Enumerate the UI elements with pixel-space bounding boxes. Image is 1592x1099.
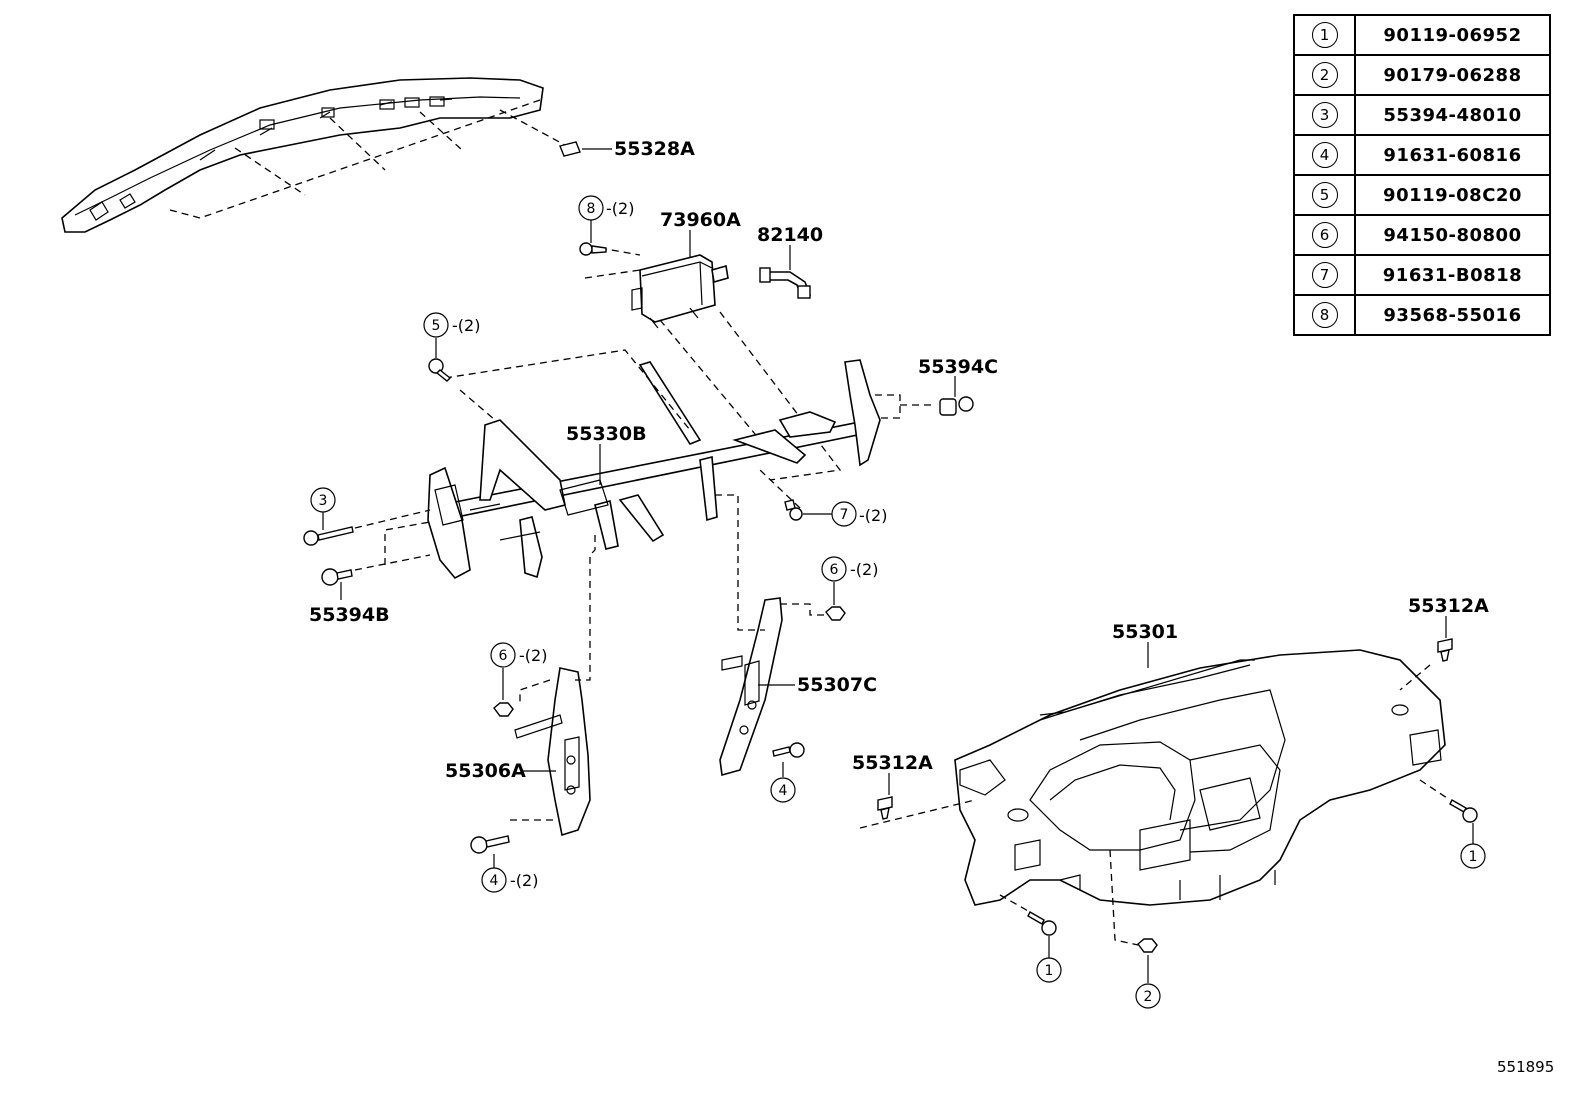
callout-1-right: 1 [1460,843,1486,869]
label-55301: 55301 [1112,621,1178,643]
svg-text:-(2): -(2) [606,199,634,218]
svg-text:-(2): -(2) [859,506,887,525]
svg-text:6: 6 [499,648,508,664]
legend-key: 5 [1311,182,1338,208]
svg-text:-(2): -(2) [510,871,538,890]
bracket-55394c-icon [939,396,974,416]
label-55394b: 55394B [309,604,390,626]
legend-part-number: 91631-B0818 [1354,254,1551,296]
legend-part-number: 93568-55016 [1354,294,1551,336]
clip-55312a-icon [1437,638,1453,662]
bolt-5-icon [428,358,452,382]
callout-1-bottom: 1 [1036,957,1062,983]
callout-6-right: 6 -(2) [821,556,878,582]
legend-key: 8 [1311,302,1338,328]
legend-row: 1 90119-06952 [1293,14,1551,56]
brace-55306a-part [514,667,591,837]
legend-part-number: 90119-06952 [1354,14,1551,56]
legend-part-number: 55394-48010 [1354,94,1551,136]
legend-part-number: 90119-08C20 [1354,174,1551,216]
legend-key: 3 [1311,102,1338,128]
bolt-1-icon [1449,799,1478,823]
dash-cover-55328a-part [61,77,544,233]
svg-text:-(2): -(2) [519,646,547,665]
svg-text:7: 7 [840,507,849,523]
bolt-4-icon [772,742,805,758]
svg-text:1: 1 [1045,963,1054,979]
nut-6-icon [493,702,514,717]
bolt-4-icon [470,835,510,854]
legend-row: 3 55394-48010 [1293,94,1551,136]
svg-text:1: 1 [1469,849,1478,865]
parts-legend-table: 1 90119-06952 2 90179-06288 3 55394-4801… [1293,14,1551,336]
svg-text:8: 8 [587,201,596,217]
label-55330b: 55330B [566,423,647,445]
label-55306a: 55306A [445,760,526,782]
legend-row: 5 90119-08C20 [1293,174,1551,216]
legend-key: 7 [1311,262,1338,288]
callout-4-left: 4 -(2) [481,867,538,893]
brace-55307c-part [719,597,783,777]
legend-part-number: 94150-80800 [1354,214,1551,256]
nut-2-icon [1137,938,1158,953]
nut-6-icon [825,606,846,621]
legend-key: 6 [1311,222,1338,248]
bolt-1-icon [1027,911,1057,936]
label-73960a: 73960A [660,209,741,231]
svg-text:3: 3 [319,493,328,509]
svg-text:2: 2 [1144,989,1153,1005]
svg-text:-(2): -(2) [452,316,480,335]
callout-2: 2 [1135,983,1161,1009]
bolt-7-icon [784,499,803,521]
legend-row: 8 93568-55016 [1293,294,1551,336]
callout-5: 5 -(2) [423,312,480,338]
legend-row: 7 91631-B0818 [1293,254,1551,296]
label-55307c: 55307C [797,674,877,696]
legend-row: 4 91631-60816 [1293,134,1551,176]
callout-3: 3 [310,487,336,513]
legend-key: 4 [1311,142,1338,168]
legend-key: 1 [1311,22,1338,48]
callout-8: 8 -(2) [578,195,634,221]
legend-row: 6 94150-80800 [1293,214,1551,256]
svg-text:6: 6 [830,562,839,578]
bolt-8-icon [579,242,607,256]
bolt-55394b-icon [321,568,353,586]
legend-part-number: 91631-60816 [1354,134,1551,176]
svg-text:5: 5 [432,318,441,334]
clip-55328a-icon [559,141,581,157]
instrument-panel-reinforcement-55330b-part [427,359,881,580]
instrument-panel-55301-part [954,649,1446,906]
legend-row: 2 90179-06288 [1293,54,1551,96]
legend-part-number: 90179-06288 [1354,54,1551,96]
diagram-code: 551895 [1497,1058,1555,1076]
bolt-3-icon [303,526,354,546]
connector-82140-part [759,267,812,299]
airbag-module-73960a-part [631,254,729,329]
svg-text:4: 4 [779,783,788,799]
callout-7: 7 -(2) [831,501,887,527]
label-82140: 82140 [757,224,823,246]
legend-key: 2 [1311,62,1338,88]
label-55328a: 55328A [614,138,695,160]
label-55312a-mid: 55312A [852,752,933,774]
svg-text:4: 4 [490,873,499,889]
label-55312a-top: 55312A [1408,595,1489,617]
svg-text:-(2): -(2) [850,560,878,579]
callout-4-mid: 4 [770,777,796,803]
clip-55312a-icon [877,796,893,820]
label-55394c: 55394C [918,356,998,378]
callout-6-left: 6 -(2) [490,642,547,668]
